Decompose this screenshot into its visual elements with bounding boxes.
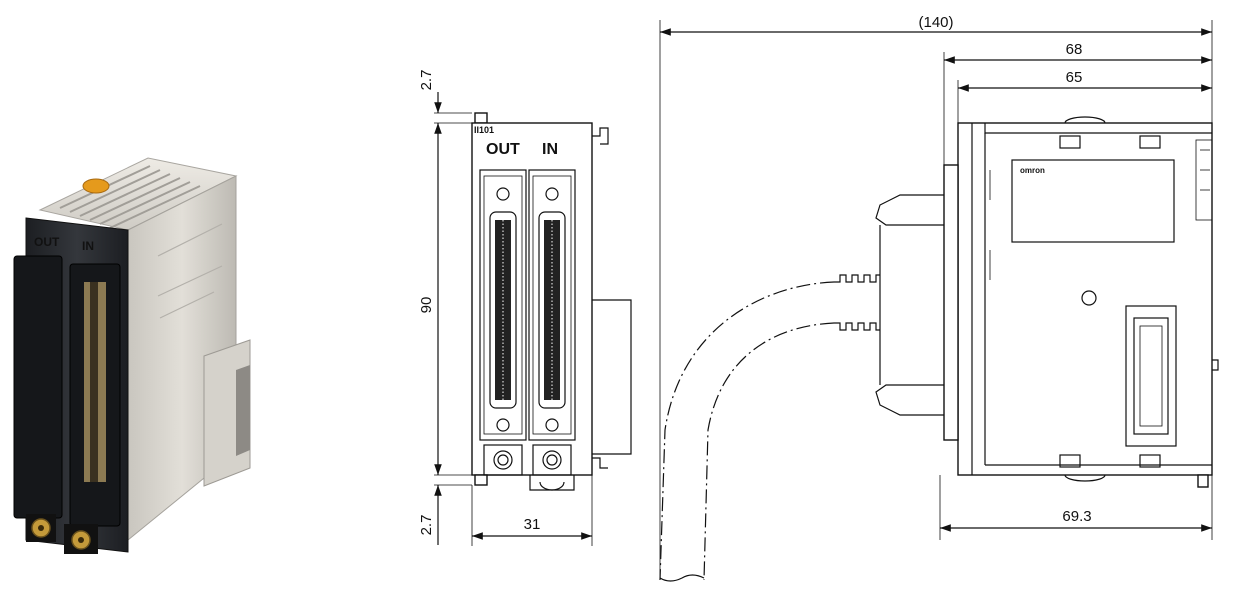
side-connector — [1125, 305, 1177, 447]
photo-in-label: IN — [82, 239, 94, 253]
side-view: omron — [659, 14, 1219, 582]
side-led — [1081, 290, 1097, 306]
dim-width: 31 — [524, 516, 541, 533]
dim-depth-inner: 65 — [1066, 69, 1083, 86]
dim-depth-base: 69.3 — [1062, 508, 1091, 525]
side-label-window — [1011, 159, 1175, 243]
front-in-label: IN — [542, 141, 558, 158]
dim-overall-length: (140) — [918, 14, 953, 31]
front-out-label: OUT — [486, 141, 520, 158]
side-brand-text: omron — [1020, 166, 1045, 175]
front-out-connector — [479, 169, 527, 441]
photo-out-label: OUT — [34, 235, 60, 249]
dim-depth-outer: 68 — [1066, 41, 1083, 58]
front-view: II101 OUT IN — [418, 70, 632, 546]
photo-out-connector — [13, 255, 63, 519]
front-in-connector — [528, 169, 576, 441]
product-photo: OUT IN — [13, 157, 251, 554]
dim-height: 90 — [418, 297, 435, 314]
dim-top-gap: 2.7 — [418, 70, 435, 91]
front-model-text: II101 — [474, 125, 494, 135]
dim-bottom-gap: 2.7 — [418, 515, 435, 536]
front-view-body — [471, 122, 593, 476]
